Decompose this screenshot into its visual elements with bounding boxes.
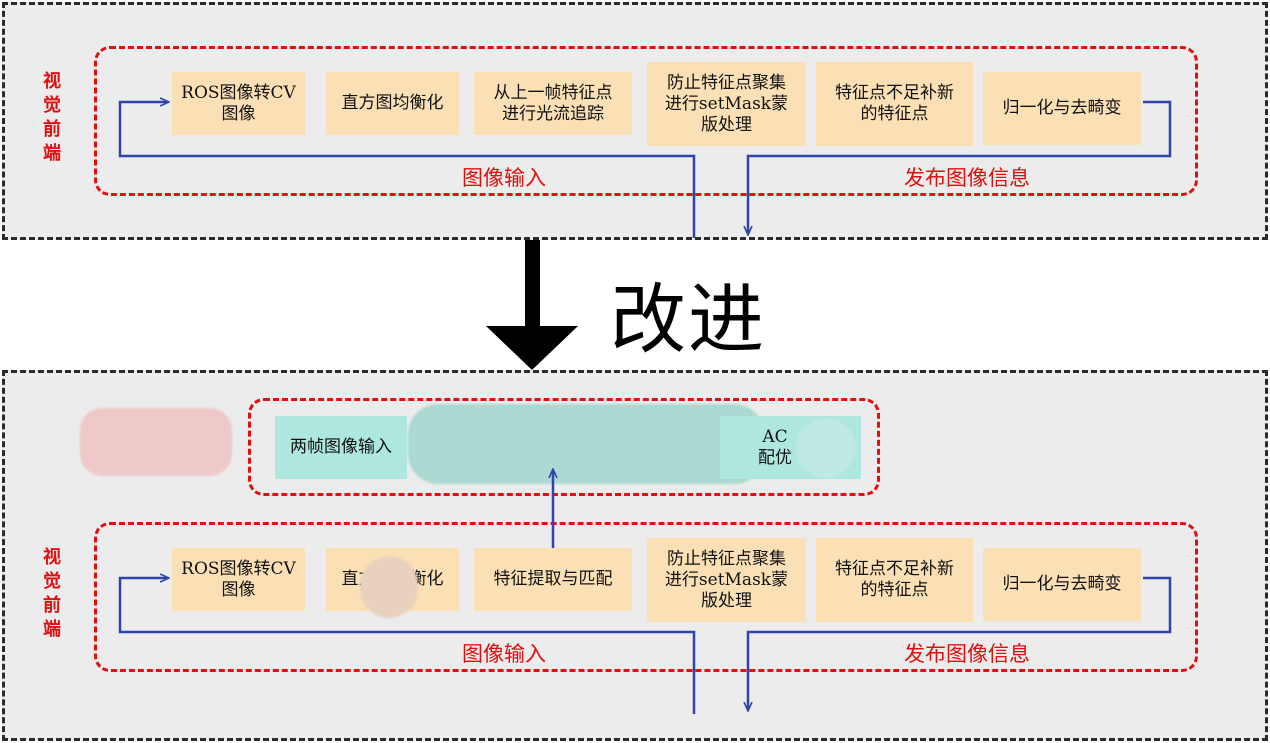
bottom-step-setmask: 防止特征点聚集 进行setMask蒙 版处理 bbox=[647, 538, 806, 622]
top-step-setmask: 防止特征点聚集 进行setMask蒙 版处理 bbox=[647, 62, 806, 146]
top-side-label: 视觉前端 bbox=[43, 71, 61, 164]
bottom-step-undistort: 归一化与去畸变 bbox=[983, 548, 1141, 621]
bottom-step-add-features: 特征点不足补新 的特征点 bbox=[816, 538, 973, 622]
improve-arrow-icon bbox=[486, 240, 578, 370]
obscured-ac-patch bbox=[796, 418, 856, 478]
improve-label: 改进 bbox=[610, 275, 766, 364]
bottom-step-ros-to-cv: ROS图像转CV 图像 bbox=[172, 548, 305, 611]
feature-module-group bbox=[248, 398, 880, 496]
bottom-output-label: 发布图像信息 bbox=[904, 642, 1030, 666]
obscured-label-patch bbox=[80, 408, 232, 476]
feature-step-two-frames: 两帧图像输入 bbox=[275, 416, 407, 479]
top-step-undistort: 归一化与去畸变 bbox=[983, 72, 1141, 145]
top-step-add-features: 特征点不足补新 的特征点 bbox=[816, 62, 973, 146]
bottom-input-label: 图像输入 bbox=[462, 642, 546, 666]
obscured-feature-steps-patch bbox=[408, 404, 764, 484]
top-step-histogram: 直方图均衡化 bbox=[326, 72, 459, 135]
bottom-side-label: 视觉前端 bbox=[43, 547, 61, 640]
obscured-histogram-patch bbox=[360, 556, 418, 618]
top-step-optical-flow: 从上一帧特征点 进行光流追踪 bbox=[474, 72, 632, 135]
top-step-ros-to-cv: ROS图像转CV 图像 bbox=[172, 72, 305, 135]
bottom-step-feature-match: 特征提取与匹配 bbox=[474, 548, 632, 611]
top-input-label: 图像输入 bbox=[462, 166, 546, 190]
top-output-label: 发布图像信息 bbox=[904, 166, 1030, 190]
